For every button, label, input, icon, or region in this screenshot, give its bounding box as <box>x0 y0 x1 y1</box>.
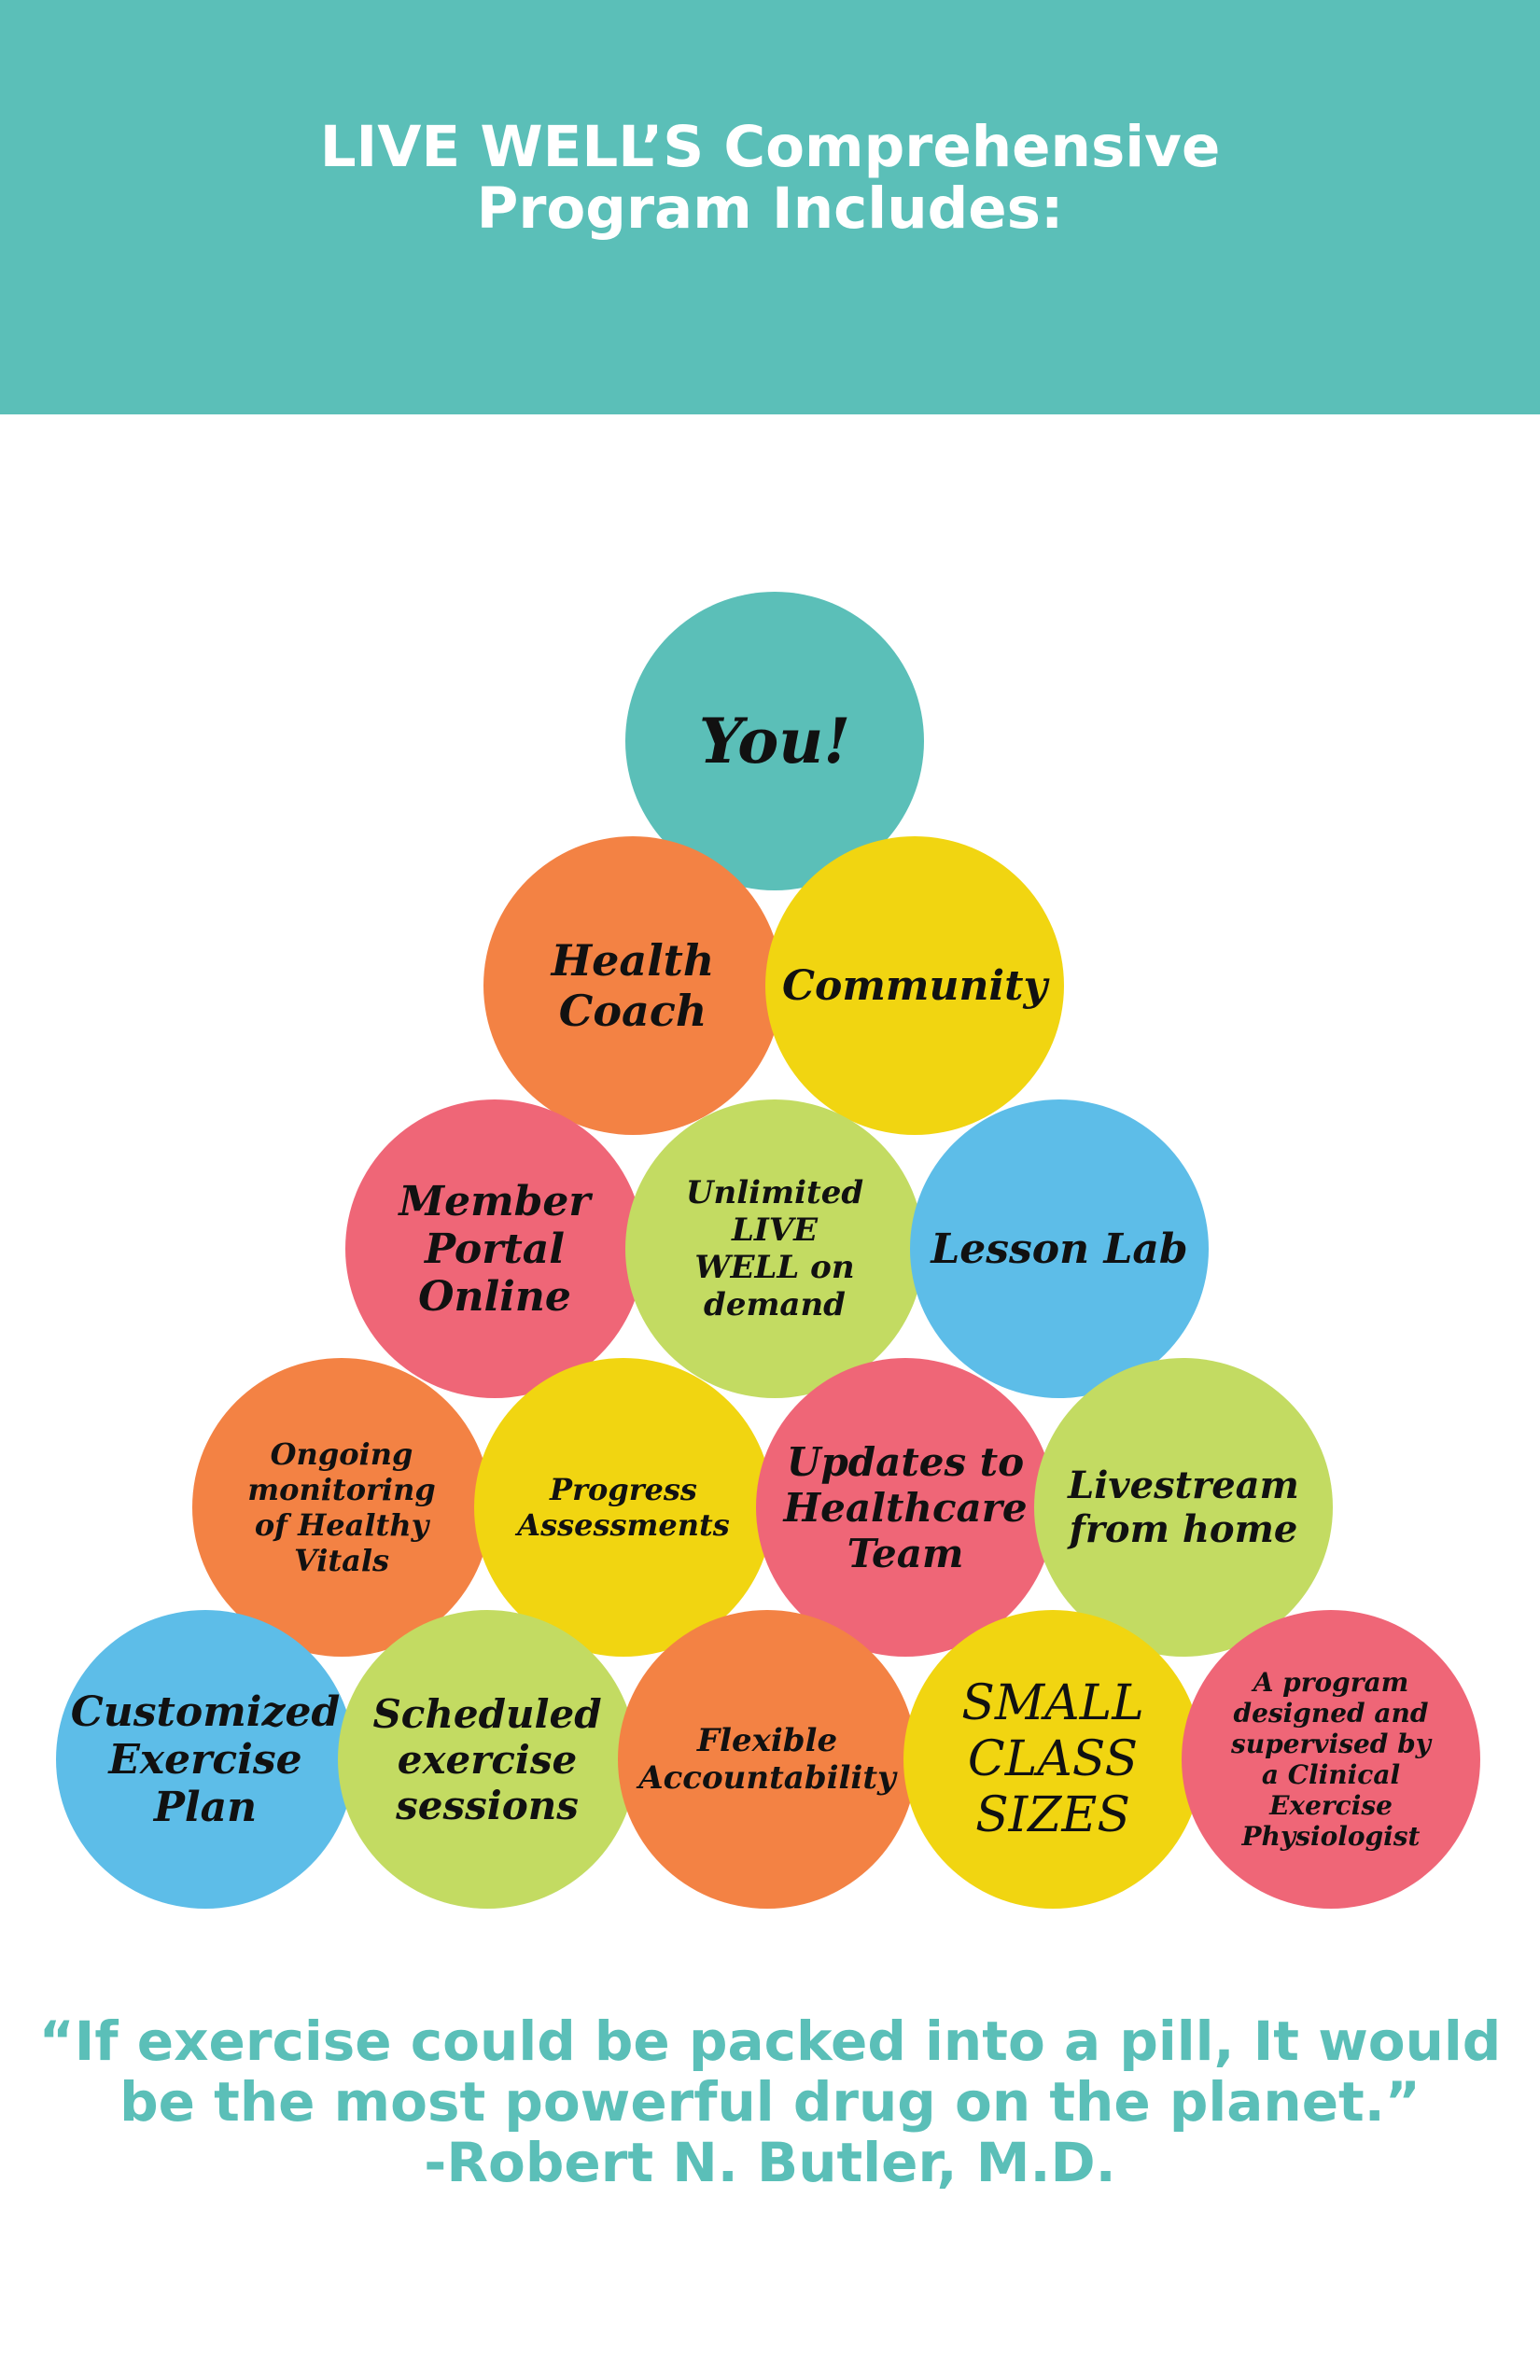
circle-flexible-accountability: Flexible Accountability <box>618 1610 917 1909</box>
circle-small-class-sizes: SMALL CLASS SIZES <box>903 1610 1202 1909</box>
circle-updates-healthcare: Updates to Healthcare Team <box>756 1358 1055 1657</box>
circle-label: Customized Exercise Plan <box>70 1687 341 1831</box>
circle-label: Scheduled exercise sessions <box>372 1690 602 1828</box>
page-title: LIVE WELL’S Comprehensive Program Includ… <box>0 117 1540 240</box>
quote-block: “If exercise could be packed into a pill… <box>0 2011 1540 2193</box>
circle-scheduled-sessions: Scheduled exercise sessions <box>338 1610 637 1909</box>
circle-label: Lesson Lab <box>931 1225 1188 1273</box>
circle-lesson-lab: Lesson Lab <box>910 1099 1209 1398</box>
circle-customized-plan: Customized Exercise Plan <box>56 1610 355 1909</box>
circle-label: Unlimited LIVE WELL on demand <box>685 1174 864 1323</box>
circle-unlimited-on-demand: Unlimited LIVE WELL on demand <box>625 1099 924 1398</box>
circle-livestream: Livestream from home <box>1034 1358 1333 1657</box>
circle-label: Livestream from home <box>1068 1463 1299 1551</box>
circle-ongoing-monitoring: Ongoing monitoring of Healthy Vitals <box>192 1358 491 1657</box>
circle-label: Progress Assessments <box>517 1472 730 1543</box>
circle-label: You! <box>698 705 851 777</box>
circle-health-coach: Health Coach <box>483 836 782 1135</box>
circle-label: Member Portal Online <box>399 1177 591 1321</box>
circle-label: Flexible Accountability <box>638 1722 896 1797</box>
page-title-line-2: Program Includes: <box>476 175 1064 242</box>
circle-label: Community <box>781 961 1048 1010</box>
page-title-line-1: LIVE WELL’S Comprehensive <box>319 114 1221 180</box>
circle-progress-assessments: Progress Assessments <box>474 1358 773 1657</box>
quote-line-2: be the most powerful drug on the planet.… <box>119 2069 1421 2134</box>
circle-member-portal: Member Portal Online <box>345 1099 644 1398</box>
circle-label: SMALL CLASS SIZES <box>961 1675 1144 1843</box>
circle-clinical-physiologist: A program designed and supervised by a C… <box>1182 1610 1480 1909</box>
circle-community: Community <box>765 836 1064 1135</box>
quote-attribution: -Robert N. Butler, M.D. <box>424 2130 1116 2194</box>
circle-label: A program designed and supervised by a C… <box>1231 1667 1431 1852</box>
header-banner: LIVE WELL’S Comprehensive Program Includ… <box>0 0 1540 414</box>
circle-you: You! <box>625 592 924 890</box>
circle-label: Updates to Healthcare Team <box>783 1438 1028 1576</box>
quote-line-1: “If exercise could be packed into a pill… <box>38 2009 1502 2073</box>
circle-label: Health Coach <box>551 935 715 1036</box>
circle-label: Ongoing monitoring of Healthy Vitals <box>247 1436 436 1578</box>
